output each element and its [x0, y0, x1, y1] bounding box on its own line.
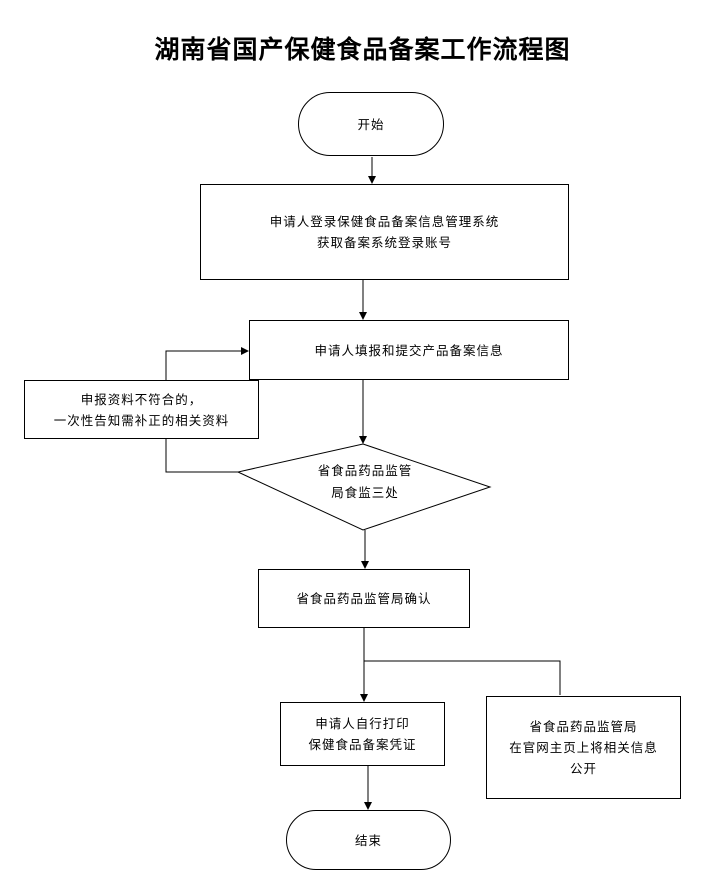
confirm-step: 省食品药品监管局确认: [258, 569, 470, 628]
review-label-line1: 省食品药品监管: [317, 463, 413, 478]
print-label-line2: 保健食品备案凭证: [308, 737, 417, 752]
submit-label: 申请人填报和提交产品备案信息: [314, 342, 504, 358]
print-step: 申请人自行打印 保健食品备案凭证: [280, 702, 445, 766]
submit-step: 申请人填报和提交产品备案信息: [249, 320, 569, 380]
review-decision-text: 省食品药品监管 局食监三处: [290, 450, 440, 514]
end-node: 结束: [286, 810, 451, 870]
review-diamond: [236, 443, 492, 531]
loop-review-to-correction: [165, 439, 238, 473]
publish-label-line1: 省食品药品监管局: [529, 719, 638, 734]
confirm-label: 省食品药品监管局确认: [296, 591, 432, 606]
login-label-line2: 获取备案系统登录账号: [316, 235, 452, 250]
publish-step: 省食品药品监管局 在官网主页上将相关信息 公开: [486, 696, 681, 799]
end-label: 结束: [354, 832, 382, 848]
publish-label-line3: 公开: [569, 761, 597, 776]
start-label: 开始: [357, 116, 385, 132]
start-node: 开始: [298, 92, 444, 156]
print-label-line1: 申请人自行打印: [315, 716, 410, 731]
page-title: 湖南省国产保健食品备案工作流程图: [154, 35, 571, 64]
correction-label-line1: 申报资料不符合的，: [80, 391, 203, 407]
branch-confirm-to-publish: [364, 660, 561, 695]
login-step: 申请人登录保健食品备案信息管理系统 获取备案系统登录账号: [200, 184, 569, 280]
arrow-correction-to-submit: [165, 347, 249, 380]
login-label-line1: 申请人登录保健食品备案信息管理系统: [269, 214, 500, 229]
correction-label-line2: 一次性告知需补正的相关资料: [53, 412, 230, 428]
review-label-line2: 局食监三处: [331, 485, 399, 500]
correction-step: 申报资料不符合的， 一次性告知需补正的相关资料: [24, 380, 259, 439]
publish-label-line2: 在官网主页上将相关信息: [509, 740, 658, 755]
